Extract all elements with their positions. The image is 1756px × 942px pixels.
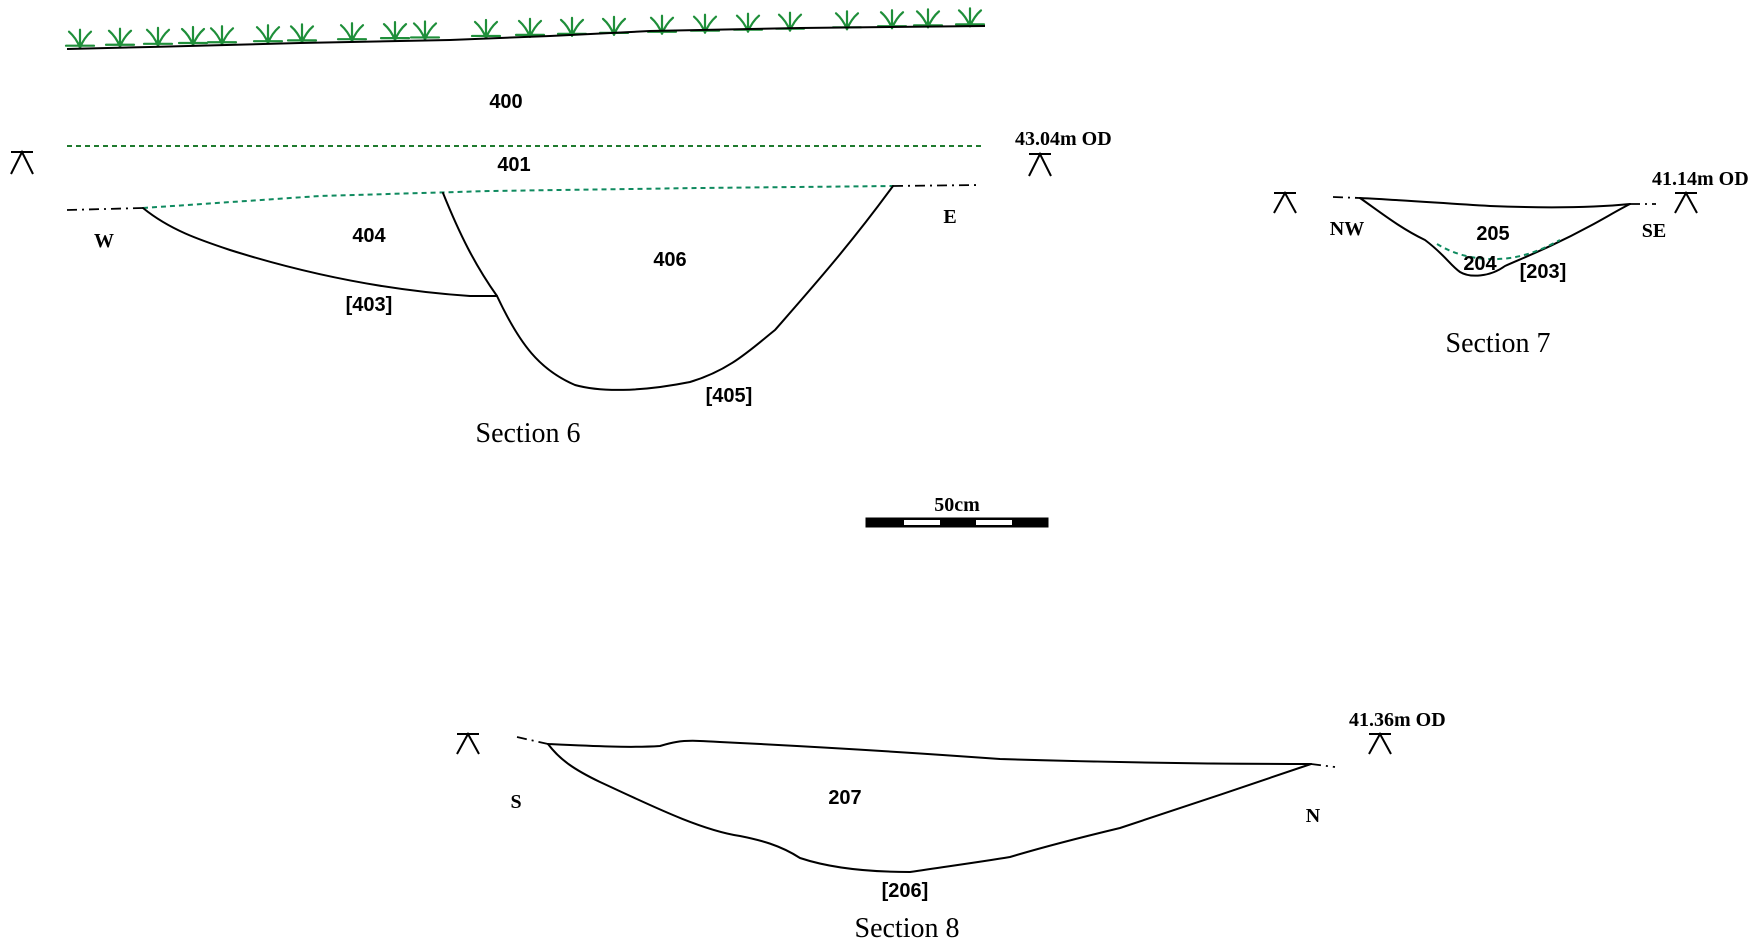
- section-6-title: Section 6: [476, 418, 581, 449]
- vegetation-icon: [689, 13, 721, 34]
- cut-203-label: [203]: [1520, 261, 1567, 283]
- vegetation-icon: [177, 25, 209, 47]
- interface-401-cut: [142, 185, 894, 209]
- vegetation-icon: [774, 11, 806, 32]
- vegetation-icon: [286, 23, 318, 44]
- vegetation-icon: [409, 20, 441, 41]
- cut-206-label: [206]: [882, 880, 929, 902]
- ground-surface-line: [66, 25, 986, 50]
- orientation-west-label: W: [94, 230, 114, 252]
- section-8-title: Section 8: [855, 913, 960, 942]
- context-404-label: 404: [352, 225, 386, 247]
- datum-marker-icon: [10, 149, 34, 175]
- limit-line-south: [516, 736, 549, 745]
- cut-203-profile: [1359, 197, 1631, 277]
- datum-marker-icon: [456, 731, 480, 755]
- vegetation-icon: [954, 7, 986, 28]
- datum-marker-icon: [1273, 190, 1297, 214]
- vegetation-icon: [64, 28, 96, 49]
- vegetation-icon: [379, 21, 411, 42]
- vegetation-icon: [556, 16, 588, 37]
- top-surface-line: [547, 739, 1312, 765]
- vegetation-icon: [876, 9, 908, 30]
- vegetation-icon: [912, 8, 944, 29]
- section-7-title: Section 7: [1446, 328, 1551, 359]
- vegetation-icon: [598, 15, 630, 36]
- scale-bar: 50cm: [865, 494, 1049, 528]
- limit-line-northwest: [1332, 196, 1361, 199]
- context-406-label: 406: [653, 249, 686, 271]
- vegetation-icon: [732, 12, 764, 33]
- orientation-northwest-label: NW: [1330, 218, 1364, 240]
- orientation-south-label: S: [510, 791, 521, 813]
- cut-405-label: [405]: [706, 385, 753, 407]
- context-400-label: 400: [489, 91, 522, 113]
- datum-marker-icon: [1674, 190, 1698, 214]
- orientation-north-label: N: [1306, 805, 1321, 827]
- interface-204-205: [1436, 239, 1561, 261]
- cut-403-profile: [142, 207, 498, 297]
- orientation-east-label: E: [943, 206, 956, 228]
- datum-level-label: 41.36m OD: [1349, 709, 1446, 731]
- section-6: 400 401 404 406 [403] [405] W E 43.04m O…: [10, 7, 1112, 449]
- limit-line-east: [892, 184, 981, 187]
- vegetation-icon: [514, 17, 546, 39]
- vegetation-icon: [336, 22, 368, 43]
- section-8: 207 [206] S N 41.36m OD Section 8: [456, 709, 1446, 942]
- context-207-label: 207: [828, 787, 861, 809]
- vegetation-row: [64, 7, 986, 49]
- vegetation-icon: [104, 27, 136, 48]
- context-205-label: 205: [1476, 223, 1509, 245]
- top-surface-line: [1359, 197, 1631, 209]
- vegetation-icon: [470, 18, 502, 40]
- datum-level-label: 43.04m OD: [1015, 128, 1112, 150]
- vegetation-icon: [142, 26, 174, 47]
- context-401-label: 401: [497, 154, 530, 176]
- vegetation-icon: [831, 10, 863, 31]
- vegetation-icon: [206, 25, 238, 46]
- context-204-label: 204: [1463, 253, 1497, 275]
- datum-marker-icon: [1368, 731, 1392, 755]
- vegetation-icon: [646, 14, 678, 35]
- orientation-southeast-label: SE: [1642, 220, 1666, 242]
- datum-level-label: 41.14m OD: [1652, 168, 1749, 190]
- vegetation-icon: [252, 24, 284, 45]
- datum-marker-icon: [1028, 151, 1052, 177]
- cut-206-profile: [547, 743, 1312, 873]
- scale-bar-label: 50cm: [934, 494, 980, 516]
- limit-line-west: [66, 207, 144, 211]
- section-7: 205 204 [203] NW SE 41.14m OD Section 7: [1273, 168, 1749, 359]
- limit-line-north: [1310, 763, 1336, 768]
- cut-403-label: [403]: [346, 294, 393, 316]
- cut-405-profile: [442, 185, 894, 391]
